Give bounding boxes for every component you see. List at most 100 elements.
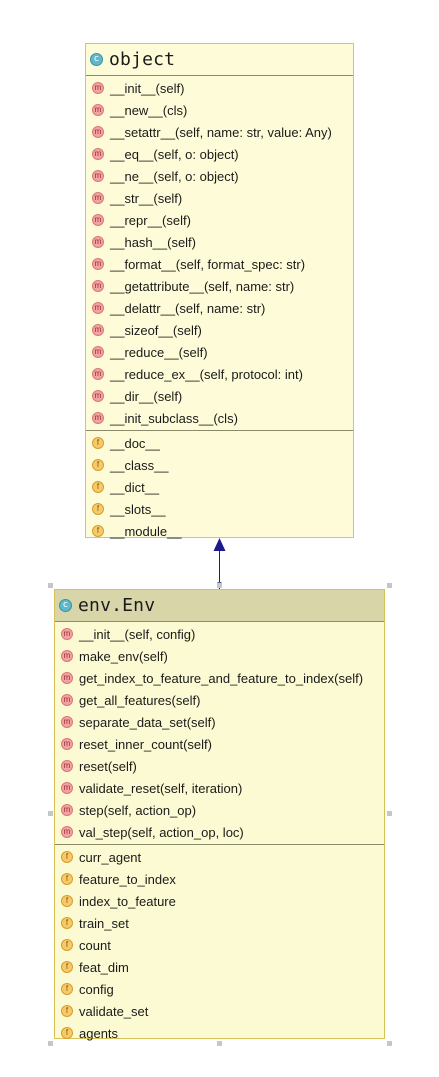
method-signature: __sizeof__(self) <box>110 322 202 338</box>
method-row[interactable]: m reset(self) <box>55 755 384 777</box>
field-icon: f <box>61 939 73 951</box>
method-signature: separate_data_set(self) <box>79 714 216 730</box>
method-row[interactable]: m__setattr__(self, name: str, value: Any… <box>86 121 353 143</box>
method-row[interactable]: m __new__(cls) <box>86 99 353 121</box>
field-row[interactable]: f __doc__ <box>86 432 353 454</box>
field-icon: f <box>92 437 104 449</box>
method-row[interactable]: m__format__(self, format_spec: str) <box>86 253 353 275</box>
method-row[interactable]: m __delattr__(self, name: str) <box>86 297 353 319</box>
method-signature: __init__(self) <box>110 80 185 96</box>
method-row[interactable]: m __sizeof__(self) <box>86 319 353 341</box>
field-row[interactable]: f__slots__ <box>86 498 353 520</box>
resize-handle-top-left[interactable] <box>48 583 53 588</box>
resize-handle-bottom-left[interactable] <box>48 1041 53 1046</box>
class-icon: c <box>59 599 72 612</box>
class-object-fields: f__doc__f__class__f__dict__f__slots__f__… <box>86 430 353 543</box>
method-icon: m <box>92 258 104 270</box>
method-signature: val_step(self, action_op, loc) <box>79 824 244 840</box>
method-signature: reset(self) <box>79 758 137 774</box>
field-name: __class__ <box>110 457 169 473</box>
method-icon: m <box>92 280 104 292</box>
inheritance-arrowhead <box>213 538 226 551</box>
method-icon: m <box>92 324 104 336</box>
field-row[interactable]: f __module__ <box>86 520 353 542</box>
method-row[interactable]: m __repr__(self) <box>86 209 353 231</box>
method-icon: m <box>92 368 104 380</box>
method-row[interactable]: m__hash__(self) <box>86 231 353 253</box>
resize-handle-top-center[interactable] <box>217 583 222 588</box>
method-row[interactable]: m__init__(self) <box>86 77 353 99</box>
method-row[interactable]: m__dir__(self) <box>86 385 353 407</box>
field-name: train_set <box>79 915 129 931</box>
method-icon: m <box>61 760 73 772</box>
field-row[interactable]: f__class__ <box>86 454 353 476</box>
field-name: feat_dim <box>79 959 129 975</box>
field-name: config <box>79 981 114 997</box>
method-signature: __eq__(self, o: object) <box>110 146 239 162</box>
field-name: __doc__ <box>110 435 160 451</box>
field-icon: f <box>61 1005 73 1017</box>
method-signature: __delattr__(self, name: str) <box>110 300 266 316</box>
method-signature: __new__(cls) <box>110 102 188 118</box>
method-signature: step(self, action_op) <box>79 802 197 818</box>
field-name: curr_agent <box>79 849 142 865</box>
field-row[interactable]: f feat_dim <box>55 956 384 978</box>
resize-handle-top-right[interactable] <box>387 583 392 588</box>
field-icon: f <box>61 1027 73 1039</box>
method-row[interactable]: m__init_subclass__(cls) <box>86 407 353 429</box>
resize-handle-middle-left[interactable] <box>48 811 53 816</box>
method-row[interactable]: m__ne__(self, o: object) <box>86 165 353 187</box>
resize-handle-middle-right[interactable] <box>387 811 392 816</box>
method-icon: m <box>61 628 73 640</box>
resize-handle-bottom-right[interactable] <box>387 1041 392 1046</box>
method-row[interactable]: m __str__(self) <box>86 187 353 209</box>
field-icon: f <box>61 961 73 973</box>
field-name: agents <box>79 1025 119 1041</box>
method-icon: m <box>61 782 73 794</box>
class-object-header: c object <box>86 44 353 76</box>
method-signature: __repr__(self) <box>110 212 191 228</box>
method-signature: __reduce__(self) <box>110 344 208 360</box>
method-signature: __dir__(self) <box>110 388 183 404</box>
method-row[interactable]: m__reduce_ex__(self, protocol: int) <box>86 363 353 385</box>
field-icon: f <box>92 525 104 537</box>
field-icon: f <box>61 873 73 885</box>
method-icon: m <box>92 104 104 116</box>
field-row[interactable]: f__dict__ <box>86 476 353 498</box>
method-icon: m <box>92 214 104 226</box>
method-icon: m <box>92 302 104 314</box>
method-signature: __str__(self) <box>110 190 183 206</box>
method-signature: make_env(self) <box>79 648 168 664</box>
method-row[interactable]: m__init__(self, config) <box>55 623 384 645</box>
method-icon: m <box>92 412 104 424</box>
method-row[interactable]: m__reduce__(self) <box>86 341 353 363</box>
method-row[interactable]: m __getattribute__(self, name: str) <box>86 275 353 297</box>
method-icon: m <box>61 738 73 750</box>
class-object-methods: m__init__(self)m__new__(cls)m__setattr__… <box>86 76 353 430</box>
field-name: index_to_feature <box>79 893 176 909</box>
resize-handle-bottom-center[interactable] <box>217 1041 222 1046</box>
field-name: __module__ <box>110 523 182 539</box>
method-row[interactable]: m__eq__(self, o: object) <box>86 143 353 165</box>
class-object[interactable]: c object m__init__(self)m__new__(cls)m__… <box>85 43 354 539</box>
method-signature: __getattribute__(self, name: str) <box>110 278 295 294</box>
method-icon: m <box>92 192 104 204</box>
